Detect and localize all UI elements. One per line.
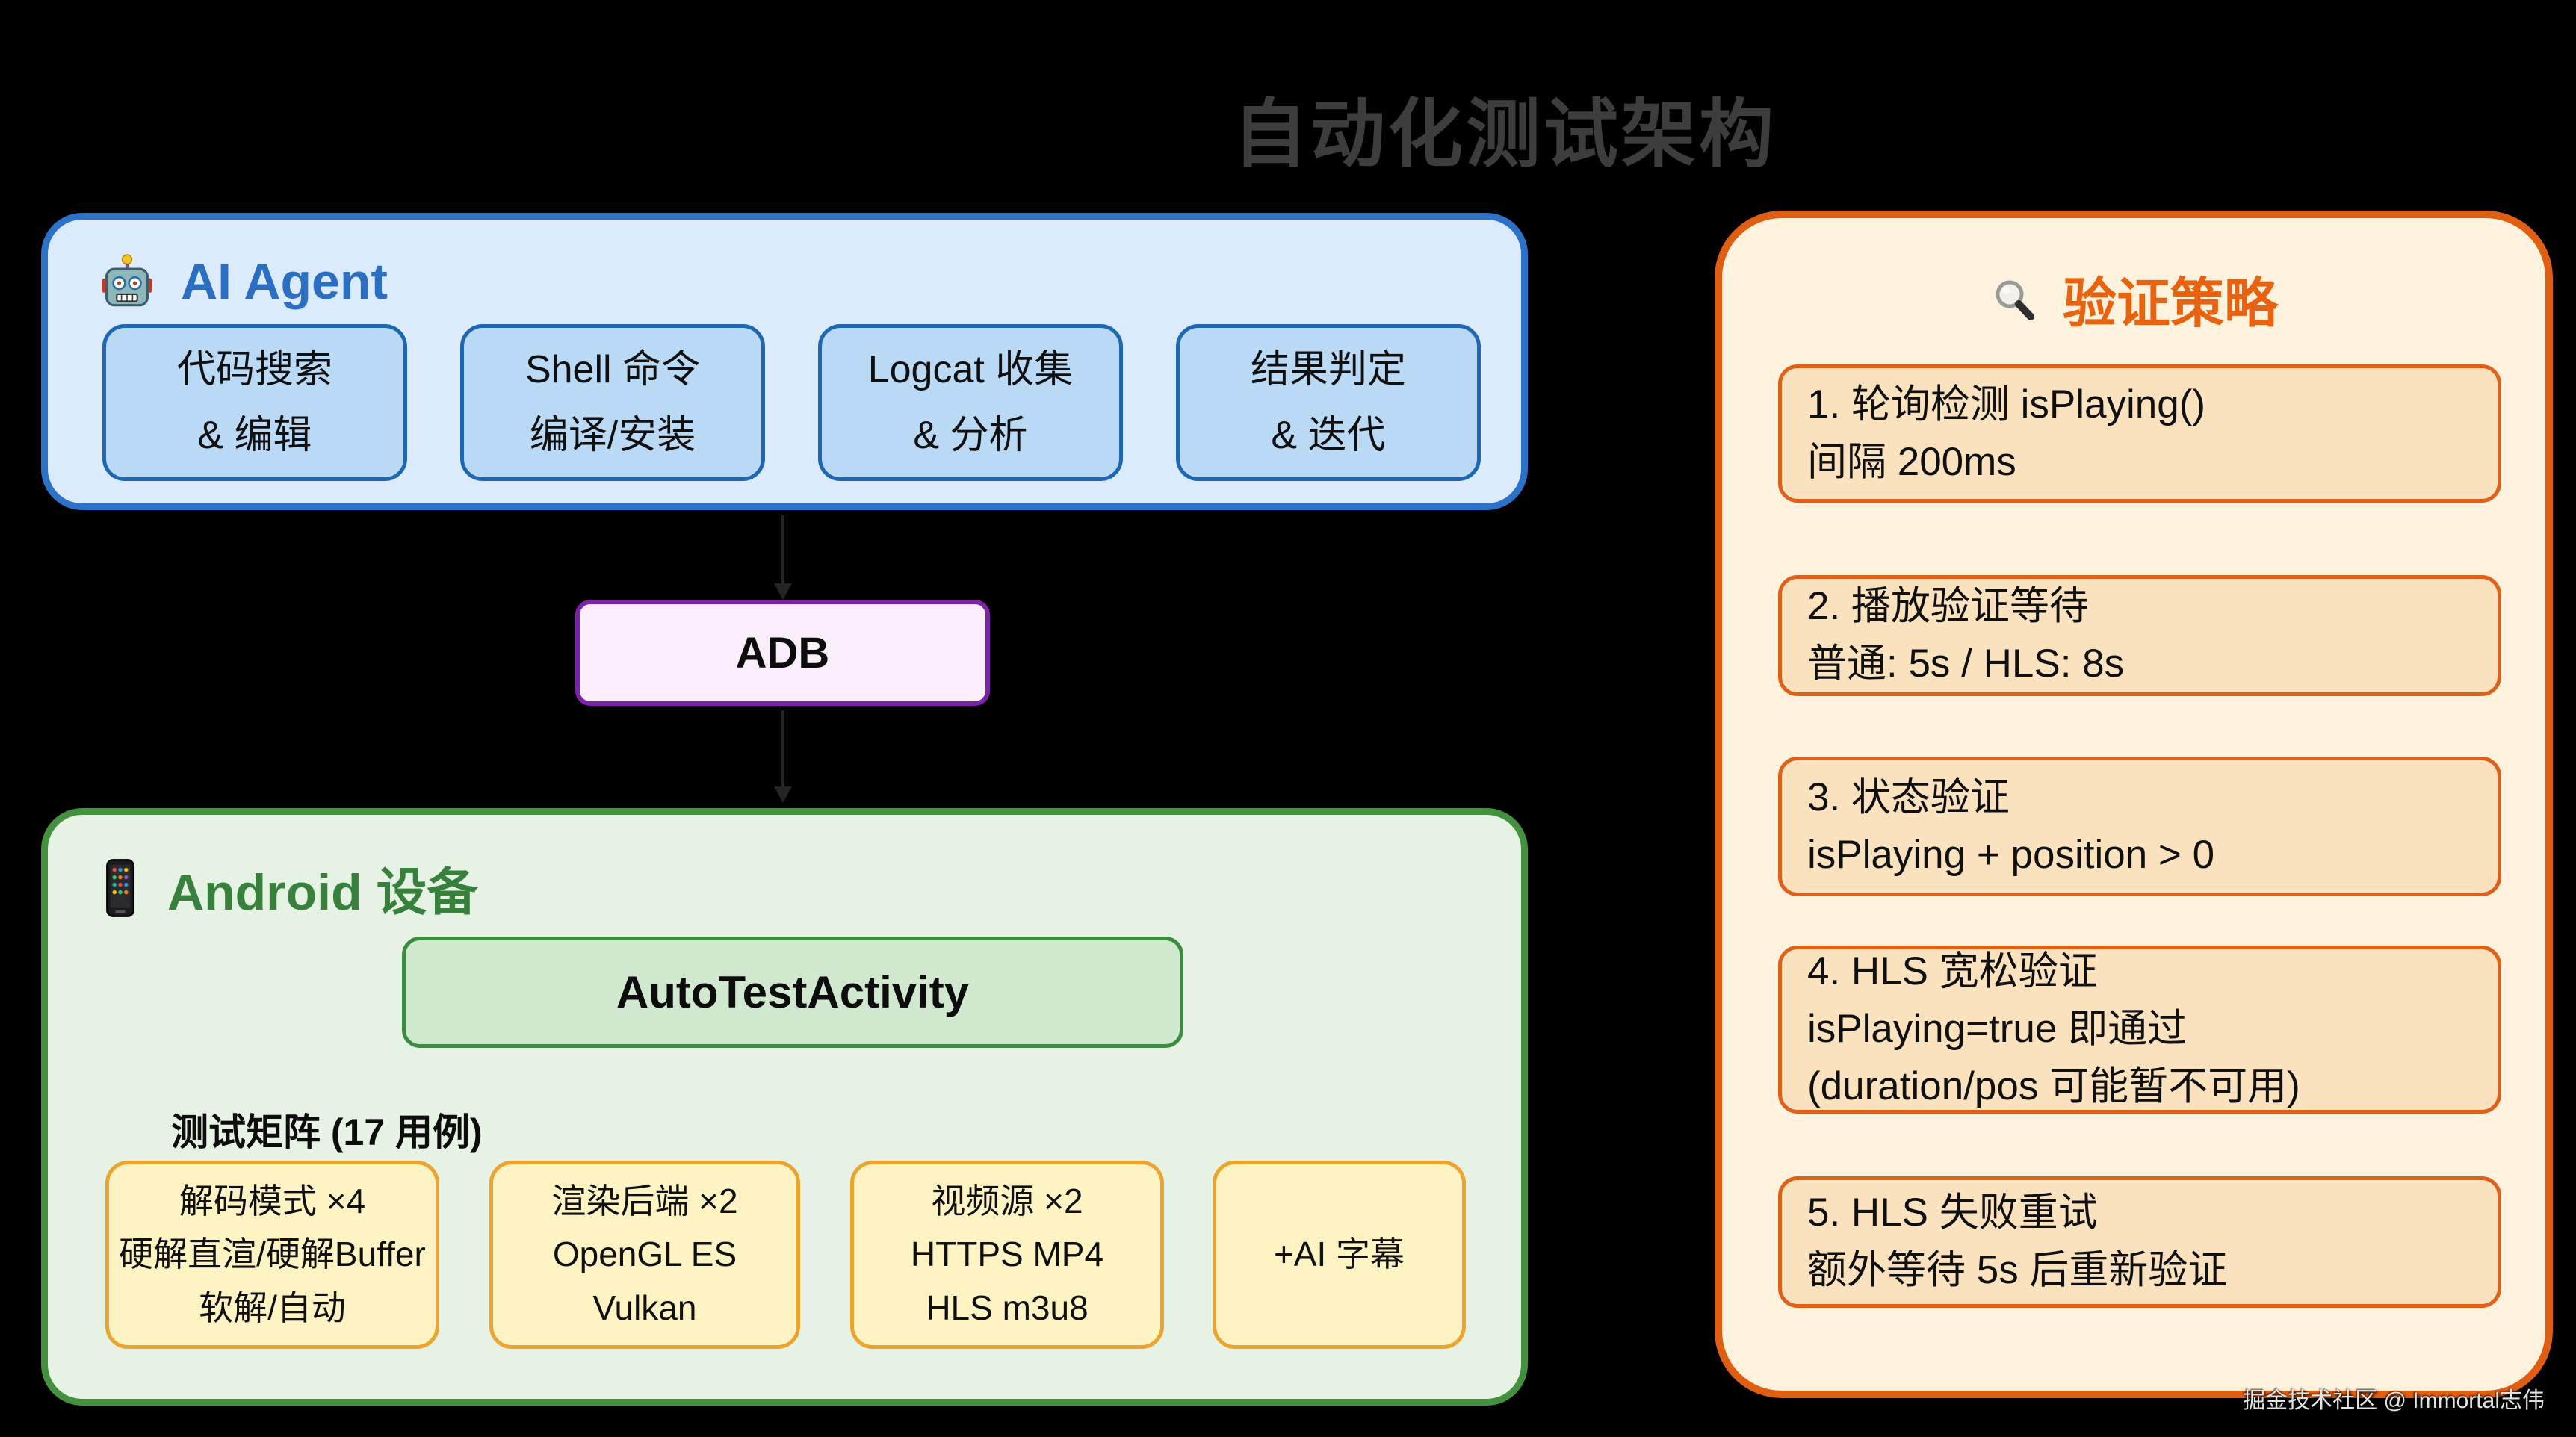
- flow-arrow-agent-to-adb: [781, 515, 784, 586]
- node-line: 4. HLS 宽松验证: [1807, 949, 2098, 994]
- robot-icon: [99, 253, 155, 310]
- flow-arrow-adb-to-android: [781, 710, 784, 788]
- node-line: 视频源 ×2: [931, 1182, 1083, 1221]
- node-line: 解码模式 ×4: [179, 1182, 366, 1221]
- node-line: 间隔 200ms: [1807, 439, 2016, 484]
- node-line: 额外等待 5s 后重新验证: [1807, 1248, 2228, 1292]
- node-line: 编译/安装: [529, 414, 696, 457]
- node-line: 结果判定: [1250, 347, 1406, 391]
- node-line: Shell 命令: [524, 347, 701, 391]
- node-line: Logcat 收集: [867, 347, 1074, 391]
- node-line: 普通: 5s / HLS: 8s: [1807, 642, 2125, 686]
- node-line: OpenGL ES: [552, 1235, 737, 1274]
- node-video-source: 视频源 ×2 HTTPS MP4 HLS m3u8: [850, 1161, 1164, 1349]
- arrow-head-icon: [774, 583, 792, 600]
- arrow-head-icon: [774, 786, 792, 803]
- node-line: & 编辑: [197, 414, 312, 457]
- node-logcat-collect: Logcat 收集 & 分析: [818, 324, 1123, 481]
- node-line: 1. 轮询检测 isPlaying(): [1807, 382, 2206, 426]
- node-line: 2. 播放验证等待: [1807, 584, 2089, 629]
- node-strategy-5: 5. HLS 失败重试 额外等待 5s 后重新验证: [1778, 1176, 2501, 1308]
- matrix-title: 测试矩阵 (17 用例): [171, 1111, 483, 1153]
- node-decode-mode: 解码模式 ×4 硬解直渲/硬解Buffer 软解/自动: [105, 1161, 439, 1349]
- node-ai-subtitle: +AI 字幕: [1213, 1161, 1466, 1349]
- android-title: Android 设备: [167, 864, 478, 921]
- node-line: 硬解直渲/硬解Buffer: [119, 1235, 426, 1274]
- ai-agent-header: AI Agent: [99, 252, 388, 311]
- node-line: 软解/自动: [199, 1288, 346, 1327]
- node-strategy-4: 4. HLS 宽松验证 isPlaying=true 即通过 (duration…: [1778, 946, 2501, 1114]
- magnifier-icon: [1990, 275, 2037, 323]
- node-line: isPlaying=true 即通过: [1807, 1007, 2188, 1052]
- node-line: HTTPS MP4: [910, 1235, 1104, 1274]
- verify-header: 验证策略: [1722, 259, 2545, 338]
- node-strategy-3: 3. 状态验证 isPlaying + position > 0: [1778, 757, 2501, 896]
- node-code-search: 代码搜索 & 编辑: [102, 324, 407, 481]
- node-line: HLS m3u8: [926, 1288, 1089, 1327]
- android-header: Android 设备: [99, 851, 478, 925]
- node-line: & 分析: [913, 414, 1028, 457]
- adb-node: ADB: [575, 600, 990, 706]
- node-render-backend: 渲染后端 ×2 OpenGL ES Vulkan: [489, 1161, 800, 1349]
- node-autotest-activity: AutoTestActivity: [402, 937, 1183, 1048]
- node-strategy-2: 2. 播放验证等待 普通: 5s / HLS: 8s: [1778, 575, 2501, 696]
- ai-agent-title: AI Agent: [181, 253, 388, 310]
- node-strategy-1: 1. 轮询检测 isPlaying() 间隔 200ms: [1778, 364, 2501, 503]
- adb-label: ADB: [735, 628, 830, 677]
- phone-icon: [99, 858, 142, 918]
- activity-label: AutoTestActivity: [616, 967, 970, 1017]
- node-line: & 迭代: [1271, 414, 1386, 457]
- node-line: isPlaying + position > 0: [1807, 832, 2215, 877]
- watermark: 掘金技术社区 @ Immortal志伟: [2243, 1388, 2545, 1413]
- verify-strategy-panel: 验证策略 1. 轮询检测 isPlaying() 间隔 200ms 2. 播放验…: [1715, 211, 2553, 1398]
- android-device-panel: Android 设备 AutoTestActivity 测试矩阵 (17 用例)…: [41, 808, 1528, 1406]
- node-line: +AI 字幕: [1273, 1235, 1405, 1274]
- node-line: (duration/pos 可能暂不可用): [1807, 1064, 2300, 1108]
- node-shell-command: Shell 命令 编译/安装: [460, 324, 765, 481]
- node-result-judge: 结果判定 & 迭代: [1176, 324, 1481, 481]
- page-title: 自动化测试架构: [1233, 93, 1777, 176]
- verify-title: 验证策略: [2062, 274, 2278, 334]
- node-line: 3. 状态验证: [1807, 775, 2010, 819]
- node-line: 代码搜索: [176, 347, 332, 391]
- node-line: Vulkan: [592, 1288, 697, 1327]
- node-line: 5. HLS 失败重试: [1807, 1191, 2098, 1235]
- ai-agent-panel: AI Agent 代码搜索 & 编辑 Shell 命令 编译/安装 Logcat…: [41, 213, 1528, 510]
- node-line: 渲染后端 ×2: [551, 1182, 738, 1221]
